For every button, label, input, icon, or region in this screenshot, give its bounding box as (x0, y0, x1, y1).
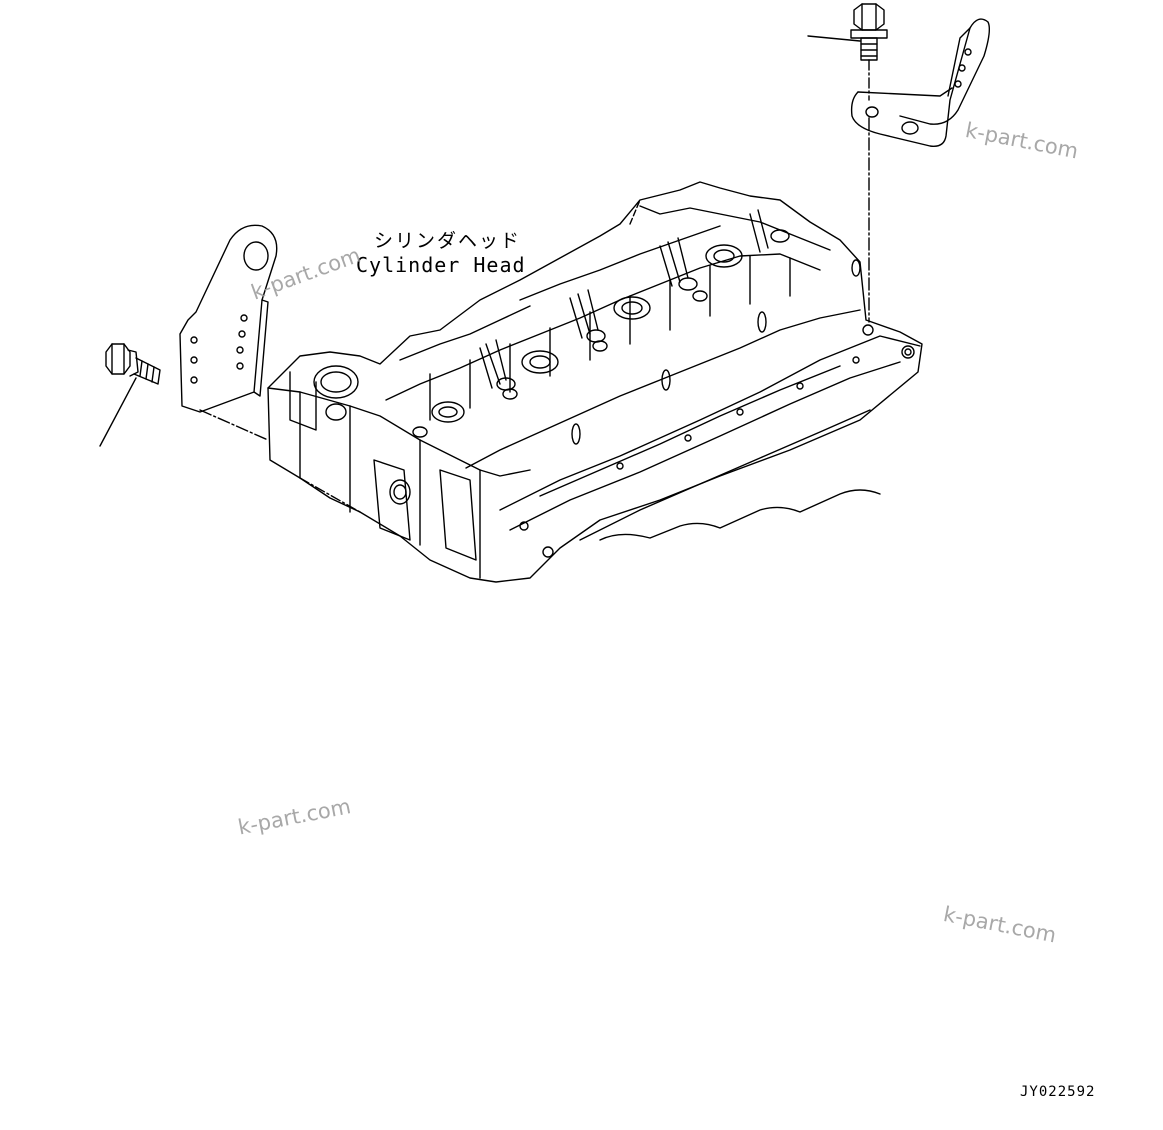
part-label-japanese: シリンダヘッド (374, 230, 522, 252)
drawing-code: JY022592 (1020, 1084, 1096, 1100)
cylinder-head (267, 181, 923, 583)
left-bolt (99, 343, 161, 447)
top-bolt (807, 3, 888, 101)
right-lifting-bracket (850, 18, 991, 323)
left-lifting-bracket (179, 224, 278, 441)
part-label-english: Cylinder Head (356, 253, 526, 277)
